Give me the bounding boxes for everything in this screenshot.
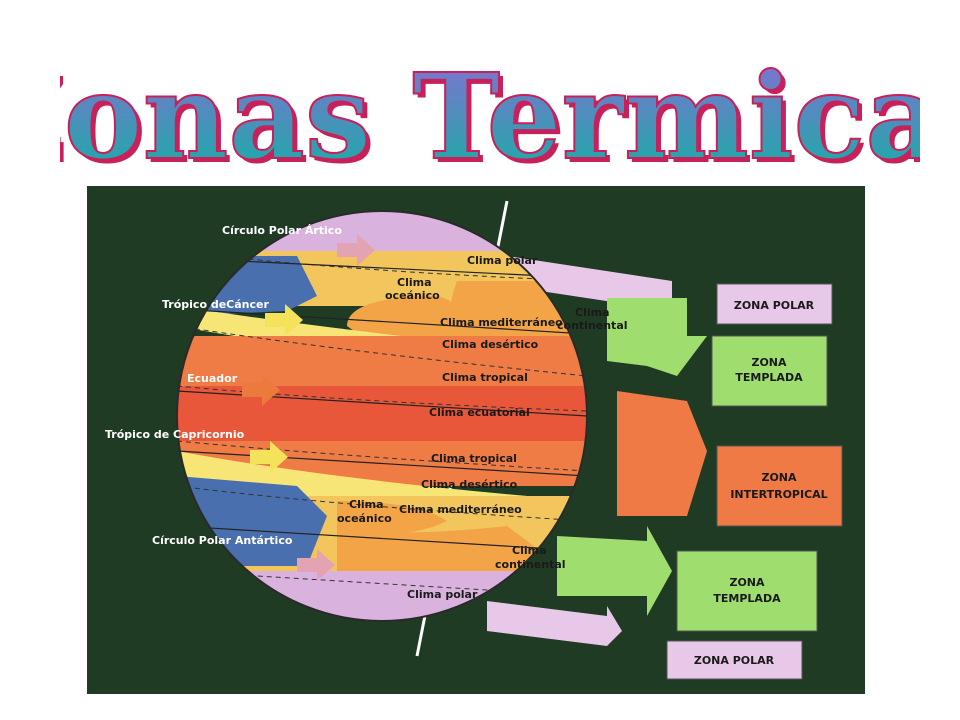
climate-continental-south-1: Clima: [512, 544, 547, 557]
page-title-container: Zonas Termicas Zonas Termicas: [0, 20, 960, 190]
zone-intertropical-box: [716, 445, 843, 527]
intertropical-band-arrow: [617, 391, 707, 516]
climate-continental-north-2: continental: [557, 319, 628, 332]
climate-tropical-south: Clima tropical: [431, 452, 517, 465]
zone-temperate-south-label-1: ZONA: [729, 576, 765, 589]
temperate-band-arrow-south: [557, 526, 672, 616]
label-tropic-cancer: Trópico deCáncer: [162, 298, 269, 311]
zone-polar-south-box: [666, 640, 803, 680]
climate-oceanic-south-2: oceánico: [337, 512, 392, 525]
page-title-shadow: Zonas Termicas: [60, 51, 920, 190]
label-tropic-capricorn: Trópico de Capricornio: [105, 428, 245, 441]
zone-temperate-south-box: [676, 550, 818, 632]
climate-oceanic-north-1: Clima: [397, 276, 432, 289]
globe-outline: [176, 210, 588, 622]
band-tropical-north: [177, 336, 587, 386]
zone-temperate-north-label-2: TEMPLADA: [735, 371, 803, 384]
polar-band-arrow-south: [487, 601, 622, 646]
page-title-graphic: Zonas Termicas Zonas Termicas: [0, 46, 960, 190]
thermal-zones-diagram: Círculo Polar Ártico Trópico deCáncer Ec…: [87, 186, 865, 694]
region-continental-south: [337, 526, 547, 581]
arrow-antarctic: [297, 549, 335, 581]
zone-polar-north-label: ZONA POLAR: [734, 299, 815, 312]
zone-polar-south-label: ZONA POLAR: [694, 654, 775, 667]
climate-continental-south-2: continental: [495, 558, 566, 571]
climate-desert-south: Clima desértico: [421, 478, 518, 491]
zone-intertropical-label-1: ZONA: [761, 471, 797, 484]
climate-oceanic-north-2: oceánico: [385, 289, 440, 302]
zone-intertropical-label-2: INTERTROPICAL: [730, 488, 827, 501]
climate-desert-north: Clima desértico: [442, 338, 539, 351]
label-equator: Ecuador: [187, 372, 238, 385]
arrow-equator: [242, 374, 280, 406]
zone-temperate-north-label-1: ZONA: [751, 356, 787, 369]
label-antarctic-circle: Círculo Polar Antártico: [152, 534, 293, 547]
arrow-capricorn: [250, 441, 288, 473]
climate-equatorial: Clima ecuatorial: [429, 406, 530, 419]
zone-temperate-north-box: [711, 335, 828, 407]
zone-temperate-south-label-2: TEMPLADA: [713, 592, 781, 605]
climate-polar-south: Clima polar: [407, 588, 478, 601]
temperate-band-arrow-north: [607, 298, 707, 376]
climate-mediterranean-south: Clima mediterráneo: [399, 503, 522, 516]
page-title: Zonas Termicas: [60, 47, 920, 186]
climate-polar-north: Clima polar: [467, 254, 538, 267]
arrow-cancer: [265, 304, 303, 336]
region-mediterranean-south: [337, 501, 447, 535]
zone-polar-north-box: [716, 283, 833, 325]
label-arctic-circle: Círculo Polar Ártico: [222, 224, 342, 237]
polar-band-arrow-north: [507, 256, 672, 311]
arrow-arctic: [337, 234, 375, 266]
climate-mediterranean-north: Clima mediterráneo: [440, 316, 563, 329]
climate-oceanic-south-1: Clima: [349, 498, 384, 511]
climate-continental-north-1: Clima: [575, 306, 610, 319]
diagram-canvas: Círculo Polar Ártico Trópico deCáncer Ec…: [105, 200, 843, 680]
climate-tropical-north: Clima tropical: [442, 371, 528, 384]
